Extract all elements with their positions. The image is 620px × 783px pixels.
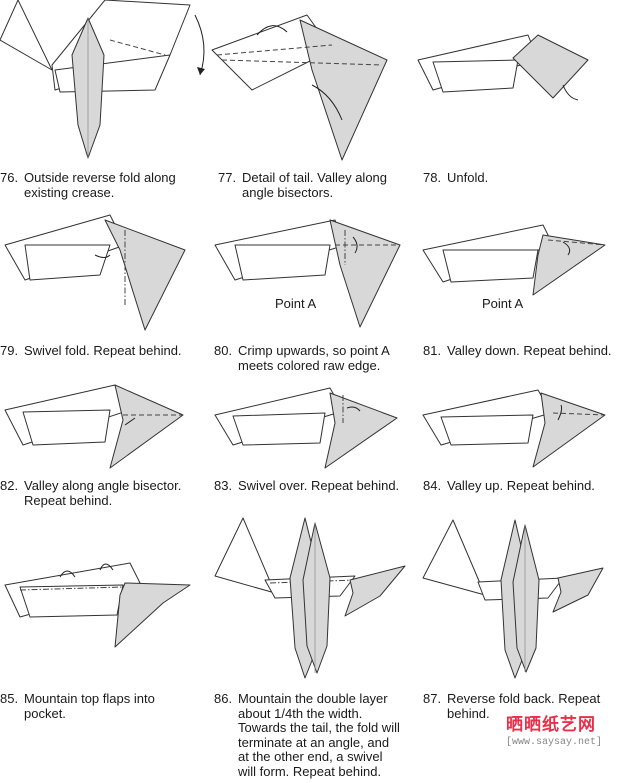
step-number: 83. [214,478,233,493]
step-87-diagram [422,519,613,680]
step-text-line: Unfold. [447,170,489,185]
step-number: 86. [214,691,233,706]
step-number: 81. [423,343,442,358]
step-text-line: pocket. [24,705,66,721]
step-81-figure [422,224,606,296]
step-text-line: existing crease. [24,184,115,200]
step-85-figure [4,562,191,648]
step-80-figure [214,219,401,328]
step-77-diagram [211,10,402,165]
step-text-line: behind. [447,705,490,721]
step-number: 82. [0,478,19,493]
step-text-line: terminate at an angle, and [238,734,390,750]
step-text-line: Reverse fold back. Repeat [447,691,601,706]
step-number: 85. [0,691,19,706]
step-76-diagram [0,0,205,165]
step-84-diagram [422,385,608,470]
step-77-figure [211,14,388,161]
step-82-figure [4,384,184,469]
step-text-line: Outside reverse fold along [24,170,176,185]
step-number: 87. [423,691,442,706]
step-number: 77. [218,170,237,185]
step-text-line: Detail of tail. Valley along [242,170,388,185]
step-number: 76. [0,170,19,185]
step-text-line: Valley down. Repeat behind. [447,343,612,358]
step-text-line: at the other end, a swivel [238,749,383,764]
step-number: 80. [214,343,233,358]
step-79-figure [4,214,186,331]
step-text-line: meets colored raw edge. [238,357,381,373]
step-text-line: Valley along angle bisector. [24,478,182,493]
step-text-line: about 1/4th the width. [238,705,363,721]
step-76-figure [0,0,205,159]
step-78-figure [417,34,589,101]
step-text-line: Swivel over. Repeat behind. [238,478,400,493]
step-83-figure [214,387,398,469]
step-81-diagram [422,220,613,300]
point-a-label: Point A [275,296,317,311]
step-text-line: Mountain the double layer [238,691,388,706]
site-watermark: 晒晒纸艺网 [www.saysay.net] [506,710,618,748]
step-87-figure [422,519,604,679]
point-a-label: Point A [482,296,524,311]
step-80-diagram [214,215,410,330]
step-text-line: Mountain top flaps into [24,691,155,706]
step-text-line: Swivel fold. Repeat behind. [24,343,182,358]
step-86-figure [214,517,406,679]
step-82-diagram [4,380,190,470]
step-text-line: will form. Repeat behind. [238,763,382,779]
step-text-line: Towards the tail, the fold will [238,720,400,735]
step-86-diagram [214,517,406,683]
watermark-logo: 晒晒纸艺网 [506,715,596,734]
step-85-diagram [4,555,195,650]
step-number: 84. [423,478,442,493]
step-78-diagram [417,30,608,110]
step-number: 79. [0,343,19,358]
step-number: 78. [423,170,442,185]
step-text-line: Crimp upwards, so point A [238,343,390,358]
step-text-line: Valley up. Repeat behind. [447,478,595,493]
step-79-diagram [0,210,200,335]
step-83-diagram [214,383,400,473]
watermark-url: [www.saysay.net] [506,737,603,748]
step-84-figure [422,389,606,468]
step-text-line: Repeat behind. [24,492,113,508]
step-text-line: angle bisectors. [242,184,334,200]
